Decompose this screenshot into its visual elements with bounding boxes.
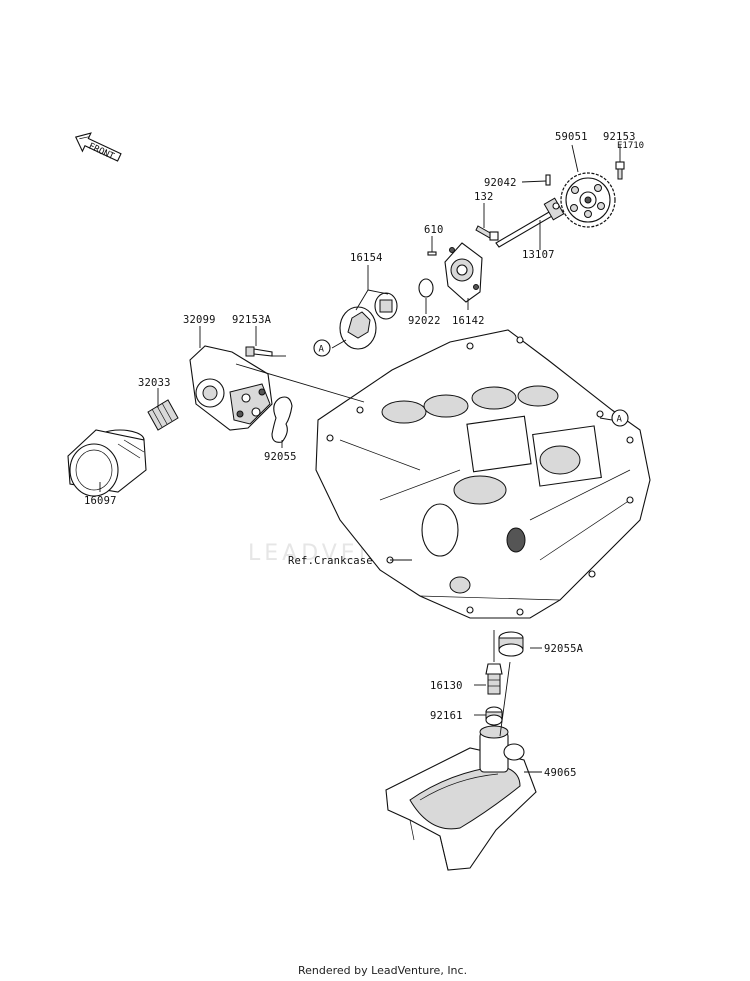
leader-lines bbox=[99, 144, 621, 773]
part-label-610[interactable]: 610 bbox=[424, 224, 444, 236]
part-label-92055[interactable]: 92055 bbox=[264, 451, 297, 463]
callout-a-rotor: A bbox=[313, 339, 331, 357]
diagram-code: E1710 bbox=[617, 141, 644, 151]
threaded-pipe bbox=[147, 399, 179, 431]
oil-pump-rotor bbox=[339, 292, 398, 350]
part-label-16142[interactable]: 16142 bbox=[452, 315, 485, 327]
pin-610 bbox=[427, 251, 437, 256]
washer-92161 bbox=[485, 706, 503, 726]
svg-text:A: A bbox=[319, 345, 325, 355]
part-label-32033[interactable]: 32033 bbox=[138, 377, 171, 389]
oil-strainer bbox=[385, 725, 537, 871]
reference-crankcase-label: Ref.Crankcase bbox=[288, 555, 373, 567]
sprocket-bolt bbox=[615, 161, 625, 180]
part-label-92055A[interactable]: 92055A bbox=[544, 643, 584, 655]
part-label-92042[interactable]: 92042 bbox=[484, 177, 517, 189]
o-ring-92055 bbox=[271, 396, 293, 443]
part-label-16097[interactable]: 16097 bbox=[84, 495, 117, 507]
part-label-59051[interactable]: 59051 bbox=[555, 131, 588, 143]
svg-text:A: A bbox=[617, 415, 623, 425]
relief-valve bbox=[485, 663, 503, 695]
part-label-92153[interactable]: 92153 bbox=[603, 131, 636, 143]
oil-screen-seal bbox=[498, 631, 524, 657]
part-label-92022[interactable]: 92022 bbox=[408, 315, 441, 327]
crankcase bbox=[315, 329, 651, 619]
part-label-16130[interactable]: 16130 bbox=[430, 680, 463, 692]
o-ring-92022 bbox=[418, 278, 434, 298]
footer-credit: Rendered by LeadVenture, Inc. bbox=[298, 964, 467, 977]
part-label-32099[interactable]: 32099 bbox=[183, 314, 216, 326]
oil-pump-shaft bbox=[495, 197, 565, 248]
part-label-49065[interactable]: 49065 bbox=[544, 767, 577, 779]
part-label-16154[interactable]: 16154 bbox=[350, 252, 383, 264]
dowel-pin bbox=[545, 174, 551, 186]
part-label-13107[interactable]: 13107 bbox=[522, 249, 555, 261]
oil-filter bbox=[67, 429, 147, 497]
oil-pump-body bbox=[444, 242, 483, 303]
part-label-92161[interactable]: 92161 bbox=[430, 710, 463, 722]
part-label-92153A[interactable]: 92153A bbox=[232, 314, 272, 326]
oil-filter-housing bbox=[189, 345, 273, 431]
housing-bolt bbox=[245, 346, 273, 357]
front-arrow-icon bbox=[74, 132, 122, 162]
oil-pump-sprocket bbox=[560, 172, 616, 228]
bolt-132 bbox=[475, 225, 499, 241]
callout-a-crankcase: A bbox=[611, 409, 629, 427]
part-label-132[interactable]: 132 bbox=[474, 191, 494, 203]
